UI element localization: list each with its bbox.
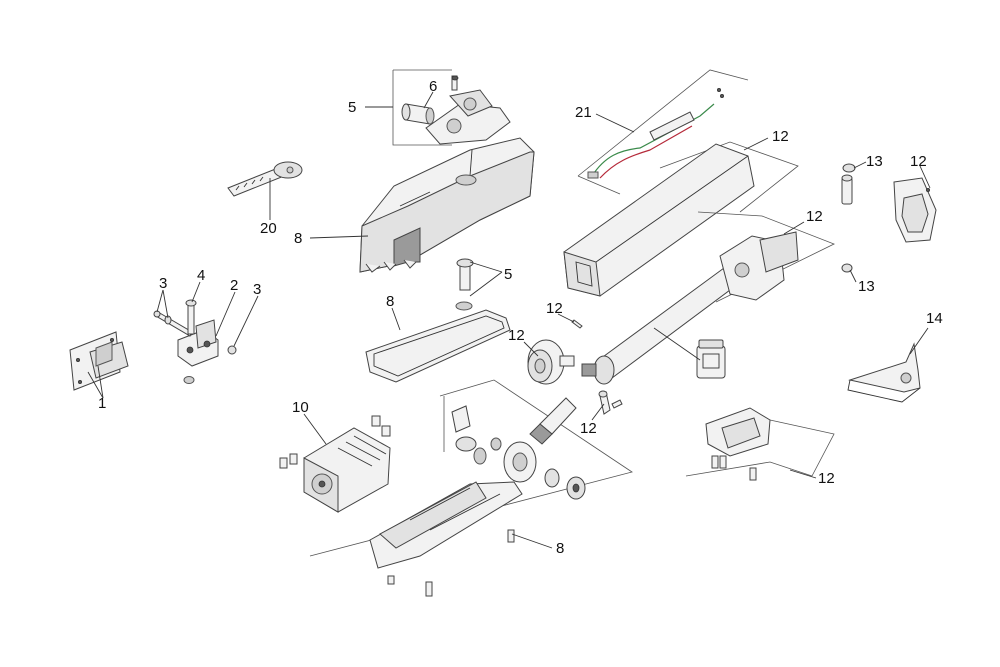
leader-8c	[511, 533, 553, 549]
leader-8a	[309, 235, 369, 239]
part-12-rear-cap	[893, 177, 937, 243]
label-1: 1	[98, 395, 106, 412]
label-13a: 13	[866, 153, 883, 170]
label-12d: 12	[806, 208, 823, 225]
label-14: 14	[926, 310, 943, 327]
leader-jar	[653, 327, 701, 361]
label-20: 20	[260, 220, 277, 237]
part-6-release-cylinder	[401, 103, 435, 125]
leader-12g	[789, 469, 817, 479]
leader-12b	[557, 313, 575, 323]
group-bracket-21	[577, 69, 749, 195]
leader-2	[215, 291, 236, 337]
part-12-screw-small	[571, 319, 583, 329]
part-5-release-mechanism	[425, 75, 511, 145]
leader-13b	[849, 269, 857, 283]
part-8-top-cover	[359, 137, 535, 273]
part-12-gear	[527, 339, 575, 385]
grease-tube	[529, 397, 577, 445]
label-13b: 13	[858, 278, 875, 295]
leader-1a	[87, 371, 104, 399]
part-12-front-cap	[705, 407, 771, 481]
label-12a: 12	[772, 128, 789, 145]
leader-12d	[783, 221, 805, 235]
part-13-o-ring	[841, 263, 853, 273]
part-20-release-key	[227, 161, 303, 197]
label-8b: 8	[386, 293, 394, 310]
part-4-bolt	[185, 299, 197, 335]
part-13-spacer	[841, 163, 856, 205]
leader-8b	[391, 307, 401, 331]
leader-21	[595, 113, 635, 133]
label-10: 10	[292, 399, 309, 416]
label-12g: 12	[818, 470, 835, 487]
part-2-fork-bracket	[177, 319, 219, 384]
group-bracket-12g	[685, 419, 835, 477]
part-10-motor	[279, 415, 391, 513]
part-8-gasket	[365, 309, 511, 383]
part-21-wiring-harness	[587, 88, 725, 179]
grease-jar	[696, 339, 726, 379]
leader-10	[303, 413, 327, 445]
leader-5b-2	[469, 271, 503, 297]
label-6: 6	[429, 78, 437, 95]
part-8-bottom-housing	[369, 481, 523, 597]
part-3-pin	[153, 310, 237, 355]
label-4: 4	[197, 267, 205, 284]
leader-12a	[743, 137, 769, 151]
label-12c: 12	[508, 327, 525, 344]
label-5a: 5	[348, 99, 356, 116]
leader-14	[909, 327, 929, 355]
leader-5b-1	[469, 261, 503, 273]
part-8-gear-set	[451, 405, 586, 500]
label-3a: 3	[159, 275, 167, 292]
part-1-wall-bracket	[69, 331, 129, 391]
part-12-push-rod	[581, 231, 799, 385]
leader-3a-1	[156, 289, 164, 313]
label-8a: 8	[294, 230, 302, 247]
label-2: 2	[230, 277, 238, 294]
leader-3a-2	[162, 289, 169, 319]
part-12-pin-screw	[598, 390, 623, 415]
leader-6	[423, 91, 434, 109]
part-14-rear-bracket	[847, 342, 921, 403]
label-21: 21	[575, 104, 592, 121]
leader-4	[191, 281, 201, 303]
label-5b: 5	[504, 266, 512, 283]
part-5-release-shaft	[455, 258, 474, 311]
group-bracket-12a	[659, 141, 799, 213]
leader-12c	[523, 341, 539, 357]
label-12f: 12	[910, 153, 927, 170]
leader-13a	[853, 161, 867, 169]
label-8c: 8	[556, 540, 564, 557]
part-12-profile-tube	[563, 143, 755, 297]
label-12e: 12	[580, 420, 597, 437]
leader-1b	[97, 365, 104, 399]
leader-12e	[591, 403, 605, 421]
label-3b: 3	[253, 281, 261, 298]
group-bracket-5	[392, 69, 452, 146]
leader-12f	[919, 165, 931, 189]
leader-3b	[233, 295, 259, 347]
label-12b: 12	[546, 300, 563, 317]
